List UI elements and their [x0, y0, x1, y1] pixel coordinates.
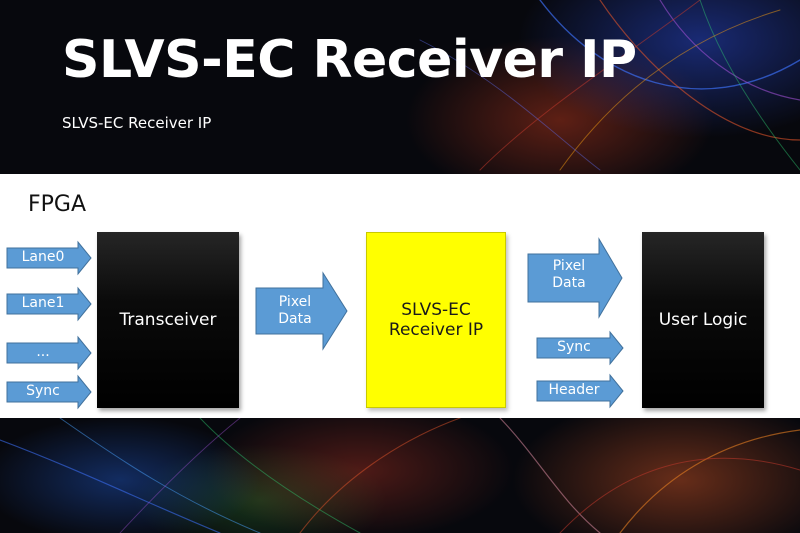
arrow-lane0-shape [6, 240, 92, 276]
transceiver-label: Transceiver [119, 309, 217, 330]
receiver-ip-block: SLVS-EC Receiver IP [366, 232, 506, 408]
arrow-pixel-data-mid-label: Pixel Data [255, 272, 335, 350]
arrow-pixel-data-mid-shape [255, 271, 348, 351]
receiver-ip-line2: Receiver IP [388, 320, 484, 340]
arrow-sync-in-label: Sync [26, 383, 60, 400]
arrow-lane-ellipsis-label: ... [36, 344, 50, 361]
arrow-pixel-data-out-line1: Pixel [552, 257, 586, 274]
arrow-pixel-data-mid-line1: Pixel [278, 293, 312, 310]
arrow-pixel-data-out-shape [527, 237, 623, 319]
arrow-lane1-shape [6, 286, 92, 322]
arrow-pixel-data-out-line2: Data [552, 275, 586, 291]
arrow-lane1-label: Lane1 [21, 295, 65, 312]
arrow-sync-in: Sync [6, 374, 92, 410]
arrow-sync-in-shape [6, 374, 92, 410]
arrow-pixel-data-mid: Pixel Data [255, 271, 348, 351]
user-logic-label: User Logic [658, 309, 748, 330]
arrow-lane-ellipsis: ... [6, 335, 92, 371]
arrow-sync-out-label: Sync [557, 339, 591, 356]
fpga-label: FPGA [28, 192, 87, 217]
page-subtitle: SLVS-EC Receiver IP [62, 114, 212, 132]
arrow-header-out-label: Header [548, 382, 600, 399]
arrow-lane1: Lane1 [6, 286, 92, 322]
arrow-header-out-shape [536, 373, 624, 409]
fpga-diagram: FPGA Lane0 Lane1 ... Sync Transceiver [0, 174, 800, 418]
page-title: SLVS-EC Receiver IP [62, 30, 637, 90]
arrow-pixel-data-mid-line2: Data [278, 311, 312, 327]
user-logic-block: User Logic [642, 232, 764, 408]
arrow-sync-out-shape [536, 330, 624, 366]
receiver-ip-line1: SLVS-EC [401, 299, 471, 320]
arrow-header-out: Header [536, 373, 624, 409]
arrow-pixel-data-out-label: Pixel Data [527, 238, 611, 318]
arrow-sync-out: Sync [536, 330, 624, 366]
arrow-lane0: Lane0 [6, 240, 92, 276]
arrow-lane-ellipsis-shape [6, 335, 92, 371]
transceiver-block: Transceiver [97, 232, 239, 408]
arrow-pixel-data-out: Pixel Data [527, 237, 623, 319]
arrow-lane0-label: Lane0 [21, 249, 65, 266]
